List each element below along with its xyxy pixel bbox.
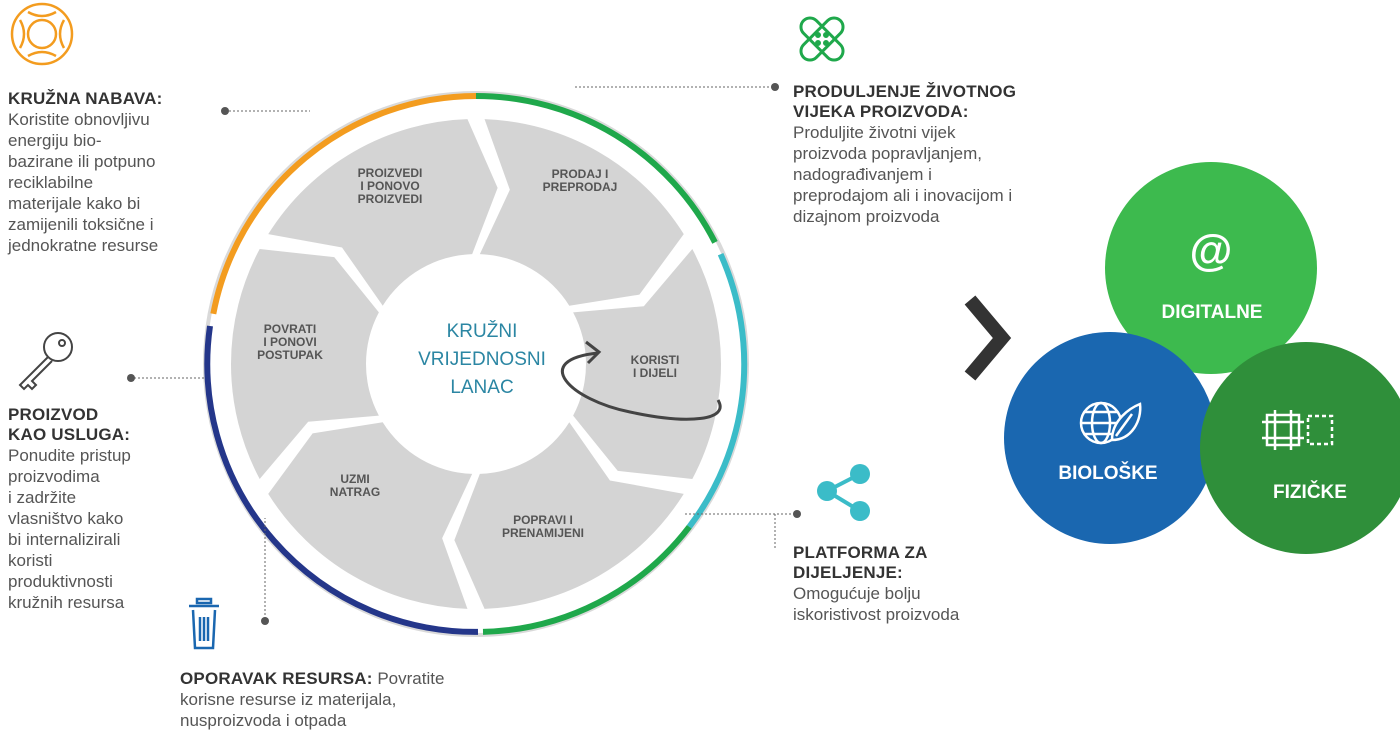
callout-proizvod-kao-usluga: PROIZVOD KAO USLUGA: Ponudite pristup pr… bbox=[8, 405, 178, 613]
segment-label-prodaj: PRODAJ I PREPRODAJ bbox=[542, 167, 618, 194]
globe-leaf-icon bbox=[1079, 401, 1142, 445]
segment-prodaj bbox=[479, 119, 684, 306]
segment-povrati bbox=[230, 248, 379, 480]
lifebuoy-icon bbox=[10, 2, 74, 66]
circle-fizicke bbox=[1200, 342, 1400, 554]
bandage-icon bbox=[799, 16, 845, 62]
callout-text: Koristite obnovljivu energiju bio- bazir… bbox=[8, 110, 159, 255]
label-digitalne: DIGITALNE bbox=[1161, 302, 1263, 323]
segment-label-proizvedi: PROIZVEDI I PONOVO PROIZVEDI bbox=[357, 166, 423, 206]
segment-label-povrati: POVRATI I PONOVI POSTUPAK bbox=[257, 322, 323, 362]
callout-text: Povratite korisne resurse iz materijala,… bbox=[180, 669, 445, 730]
callout-oporavak-resursa: OPORAVAK RESURSA: Povratite korisne resu… bbox=[180, 668, 500, 731]
frame-icon bbox=[1262, 410, 1334, 450]
loop-arrow bbox=[560, 351, 722, 421]
arc-teal bbox=[686, 252, 748, 529]
leader-lines bbox=[134, 86, 797, 619]
loop-arrow-head bbox=[585, 340, 602, 365]
trash-icon bbox=[189, 597, 219, 650]
arc-green-top bbox=[475, 92, 718, 244]
segment-label-popravi: POPRAVI I PRENAMIJENI bbox=[501, 513, 584, 540]
callout-title: PRODULJENJE ŽIVOTNOG VIJEKA PROIZVODA: bbox=[793, 82, 1017, 121]
segment-uzmi bbox=[268, 422, 473, 609]
arc-navy bbox=[204, 325, 479, 635]
callout-produljenje: PRODULJENJE ŽIVOTNOG VIJEKA PROIZVODA: P… bbox=[793, 82, 1073, 227]
center-title: KRUŽNI VRIJEDNOSNI LANAC bbox=[418, 321, 546, 398]
segment-label-uzmi: UZMI NATRAG bbox=[329, 472, 381, 499]
callout-title: PROIZVOD KAO USLUGA: bbox=[8, 405, 131, 444]
callout-kruzna-nabava: KRUŽNA NABAVA: Koristite obnovljivu ener… bbox=[8, 89, 208, 256]
callout-text: Omogućuje bolju iskoristivost proizvoda bbox=[793, 584, 960, 624]
segment-koristi bbox=[573, 248, 721, 480]
chevron-right-icon bbox=[964, 295, 1012, 381]
segment-label-koristi: KORISTI I DIJELI bbox=[630, 353, 680, 380]
callout-text: Ponudite pristup proizvodima i zadržite … bbox=[8, 446, 131, 612]
segment-ring bbox=[230, 119, 721, 609]
at-symbol-icon: @ bbox=[1189, 226, 1233, 275]
label-bioloske: BIOLOŠKE bbox=[1058, 463, 1158, 484]
label-fizicke: FIZIČKE bbox=[1273, 482, 1347, 503]
circle-bioloske bbox=[1004, 332, 1216, 544]
center-circle bbox=[371, 259, 581, 469]
callout-title: KRUŽNA NABAVA: bbox=[8, 89, 163, 108]
segment-proizvedi bbox=[268, 119, 498, 306]
segment-popravi bbox=[454, 422, 684, 609]
callout-text: Produljite životni vijek proizvoda popra… bbox=[793, 123, 1013, 226]
callout-title: PLATFORMA ZA DIJELJENJE: bbox=[793, 543, 928, 582]
arc-green-bottom bbox=[482, 524, 692, 635]
key-icon bbox=[18, 332, 73, 391]
callout-platforma: PLATFORMA ZA DIJELJENJE: Omogućuje bolju… bbox=[793, 543, 1033, 625]
circle-digitalne bbox=[1105, 162, 1317, 374]
arc-orange bbox=[210, 93, 477, 315]
share-icon bbox=[817, 464, 870, 521]
callout-title: OPORAVAK RESURSA: bbox=[180, 669, 373, 688]
